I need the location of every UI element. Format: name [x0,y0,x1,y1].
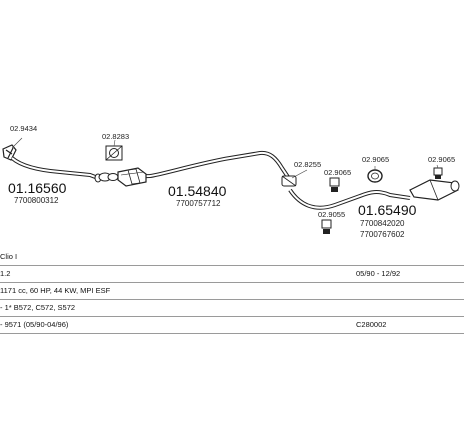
left-flange-clamp-icon [2,144,17,161]
part-label-front-gasket: 02.8283 [102,132,129,141]
ring-gasket-icon [367,169,383,183]
part-label-clamp-a: 02.8255 [294,160,321,169]
rubber-hanger-icon [433,167,443,179]
spec-ref: C280002 [356,320,387,329]
part-label-front-pipe: 01.16560 [8,180,67,196]
part-label-rubber-b: 02.9055 [318,210,345,219]
spec-row-vin: - 9571 (05/90-04/96) C280002 [0,316,464,334]
rubber-hanger-icon [329,177,340,192]
rubber-hanger-icon [321,219,332,234]
catalyst-body-icon [117,167,147,187]
pipe-connector-icon [98,172,119,182]
oem-label-front-pipe: 7700800312 [14,196,59,205]
spec-row-engine-detail: 1171 cc, 60 HP, 44 KW, MPI ESF [0,282,464,300]
left-clamp-leader [11,137,23,149]
clamp-icon [281,175,297,187]
gasket-icon [105,145,123,161]
spec-row-engine: 1.2 05/90 - 12/92 [0,265,464,283]
part-label-rear-box: 01.65490 [358,202,417,218]
oem-label-cat-pipe: 7700757712 [176,199,221,208]
spec-engine-detail: 1171 cc, 60 HP, 44 KW, MPI ESF [0,286,111,295]
oem-label-rear-box-2: 7700767602 [360,230,405,239]
part-label-rubber-c: 02.9065 [428,155,455,164]
spec-row-model: Clio I [0,248,464,266]
spec-codes: - 1* B572, C572, S572 [0,303,76,312]
part-label-cat-pipe: 01.54840 [168,183,227,199]
spec-row-codes: - 1* B572, C572, S572 [0,299,464,317]
spec-dates: 05/90 - 12/92 [356,269,401,278]
spec-model: Clio I [0,252,18,261]
part-label-left-clamp: 02.9434 [10,124,37,133]
rear-silencer-icon [409,179,460,201]
spec-engine: 1.2 [0,269,11,278]
oem-label-rear-box-1: 7700842020 [360,219,405,228]
part-label-rubber-a: 02.9065 [324,168,351,177]
part-label-ring: 02.9065 [362,155,389,164]
spec-vin: - 9571 (05/90-04/96) [0,320,69,329]
